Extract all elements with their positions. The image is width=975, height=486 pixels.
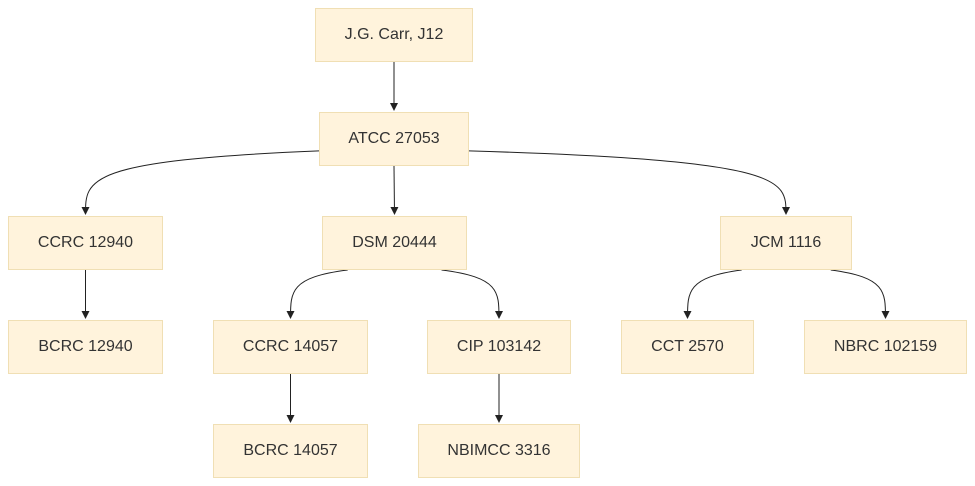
node-jcm-1116: JCM 1116 xyxy=(720,216,852,270)
edge-atcc_27053-to-jcm_1116 xyxy=(468,150,790,215)
node-nbimcc-3316: NBIMCC 3316 xyxy=(418,424,580,478)
edge-jcm_1116-to-nbrc_102159 xyxy=(830,269,890,319)
node-cct-2570: CCT 2570 xyxy=(621,320,754,374)
node-nbrc-102159: NBRC 102159 xyxy=(804,320,967,374)
edge-atcc_27053-to-ccrc_12940 xyxy=(81,150,320,215)
edge-atcc_27053-to-dsm_20444 xyxy=(390,165,399,215)
edge-jcm_1116-to-cct_2570 xyxy=(683,269,742,319)
edge-dsm_20444-to-ccrc_14057 xyxy=(286,269,348,319)
node-atcc-27053: ATCC 27053 xyxy=(319,112,469,166)
node-bcrc-14057: BCRC 14057 xyxy=(213,424,368,478)
node-bcrc-12940: BCRC 12940 xyxy=(8,320,163,374)
edge-dsm_20444-to-cip_103142 xyxy=(441,269,503,319)
node-ccrc-12940: CCRC 12940 xyxy=(8,216,163,270)
node-jg-carr: J.G. Carr, J12 xyxy=(315,8,473,62)
node-cip-103142: CIP 103142 xyxy=(427,320,571,374)
node-dsm-20444: DSM 20444 xyxy=(322,216,467,270)
node-ccrc-14057: CCRC 14057 xyxy=(213,320,368,374)
